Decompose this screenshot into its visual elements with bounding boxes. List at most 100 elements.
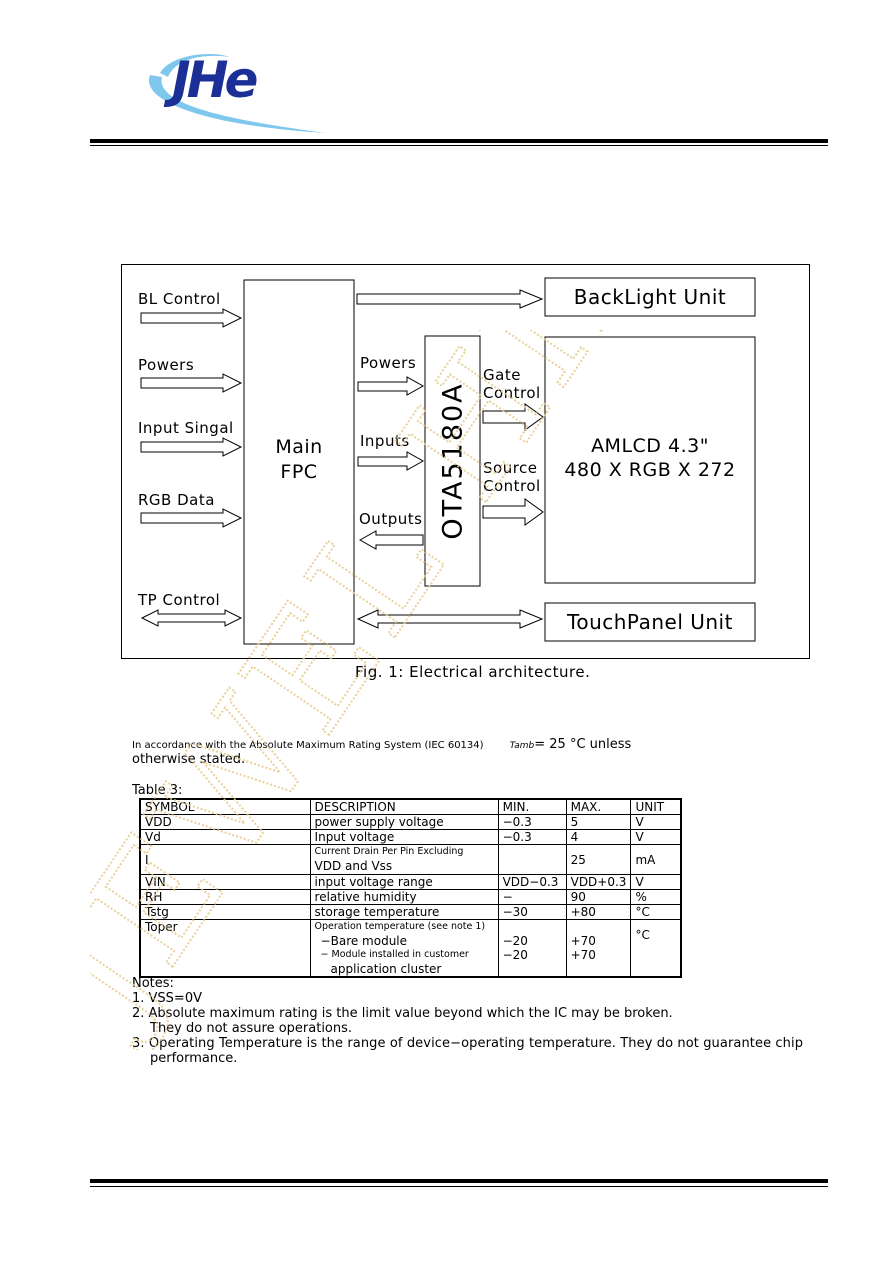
cell-description: relative humidity	[309, 889, 499, 905]
cell-symbol: VIN	[139, 874, 311, 890]
gate-control-line1: Gate	[483, 366, 521, 384]
label-tp-control: TP Control	[138, 591, 221, 609]
cell-min: −30	[497, 904, 567, 920]
chip-box	[424, 335, 481, 587]
cell-unit: V	[630, 874, 682, 890]
cell-symbol: RH	[139, 889, 311, 905]
cell-symbol: I	[139, 844, 311, 875]
chip-inputs-arrow	[357, 451, 425, 471]
touchpanel-arrow	[356, 609, 544, 629]
gate-control-arrow	[482, 403, 544, 431]
header-rule-thin	[90, 145, 828, 146]
rgb-data-arrow	[140, 508, 243, 528]
chip-powers-label: Powers	[360, 354, 417, 372]
note-3-cont: performance.	[150, 1051, 238, 1066]
figure-caption: Fig. 1: Electrical architecture.	[355, 663, 591, 681]
diagram-arrows	[140, 277, 756, 645]
cell-min: −0.3	[497, 829, 567, 845]
source-control-line1: Source	[483, 459, 538, 477]
lcd-box	[544, 336, 756, 584]
table-header-row: SYMBOL DESCRIPTION MIN. MAX. UNIT	[139, 798, 682, 815]
cell-min: −	[497, 889, 567, 905]
notes-title: Notes:	[132, 976, 174, 991]
table-row: Toper Operation temperature (see note 1)…	[139, 919, 682, 978]
source-control-line2: Control	[483, 477, 541, 495]
architecture-diagram: BL Control Powers Input Singal RGB Data …	[121, 264, 810, 659]
cell-max: +70 +70	[565, 919, 632, 978]
cell-unit: %	[630, 889, 682, 905]
cell-symbol: Toper	[139, 919, 311, 978]
table-row: I Current Drain Per Pin Excluding VDD an…	[139, 844, 682, 875]
cell-max: VDD+0.3	[565, 874, 632, 890]
footer-rule	[90, 1179, 828, 1183]
header-unit: UNIT	[630, 798, 682, 815]
cell-description-bare: −Bare module	[320, 934, 408, 948]
cell-unit: °C	[630, 919, 682, 978]
cell-min: −0.3	[497, 814, 567, 830]
absolute-max-ratings-table: SYMBOL DESCRIPTION MIN. MAX. UNIT VDD po…	[139, 798, 682, 978]
table-row: VDD power supply voltage −0.3 5 V	[139, 814, 682, 830]
cell-description-small: Operation temperature (see note 1)	[314, 921, 486, 932]
tamb-symbol: Tamb	[509, 741, 535, 751]
notes-section: Notes: 1. VSS=0V 2. Absolute maximum rat…	[132, 976, 832, 1066]
cell-symbol: Tstg	[139, 904, 311, 920]
cell-max: 4	[565, 829, 632, 845]
cell-max: 90	[565, 889, 632, 905]
header-symbol: SYMBOL	[139, 798, 311, 815]
cell-description: input voltage range	[309, 874, 499, 890]
label-bl-control: BL Control	[138, 290, 221, 308]
cell-description-cluster: application cluster	[330, 962, 442, 976]
cell-symbol: Vd	[139, 829, 311, 845]
cell-description: power supply voltage	[309, 814, 499, 830]
main-fpc-line1: Main	[275, 436, 323, 458]
cell-min-b: −20	[502, 948, 528, 962]
cell-max: +80	[565, 904, 632, 920]
backlight-unit-label: BackLight Unit	[573, 285, 727, 309]
touchpanel-unit-label: TouchPanel Unit	[567, 610, 733, 634]
chip-outputs-label: Outputs	[359, 510, 423, 528]
cell-description: Operation temperature (see note 1) −Bare…	[309, 919, 499, 978]
cell-description: Current Drain Per Pin Excluding VDD and …	[309, 844, 499, 875]
note-2: 2. Absolute maximum rating is the limit …	[132, 1006, 673, 1021]
header-description: DESCRIPTION	[309, 798, 499, 815]
header-rule	[90, 139, 828, 143]
cell-max-a: +70	[570, 934, 596, 948]
company-logo: JHe	[140, 45, 330, 140]
intro-line-1: In accordance with the Absolute Maximum …	[132, 737, 631, 752]
header-max: MAX.	[565, 798, 632, 815]
cell-min-a: −20	[502, 934, 528, 948]
cell-unit: V	[630, 814, 682, 830]
main-fpc-box	[243, 279, 355, 645]
tp-control-arrow	[140, 609, 243, 627]
cell-max: 25	[565, 844, 632, 875]
cell-unit: °C	[630, 904, 682, 920]
backlight-arrow	[356, 289, 544, 309]
intro-text: In accordance with the Absolute Maximum …	[132, 740, 484, 751]
logo-swoosh-icon	[148, 53, 325, 133]
powers-arrow	[140, 373, 243, 393]
tamb-value: = 25 °C unless	[534, 737, 632, 752]
source-control-arrow	[482, 498, 544, 526]
label-rgb-data: RGB Data	[138, 491, 215, 509]
cell-description: Input voltage	[309, 829, 499, 845]
cell-max-b: +70	[570, 948, 596, 962]
backlight-box	[544, 277, 756, 317]
cell-symbol: VDD	[139, 814, 311, 830]
touchpanel-box	[544, 602, 756, 642]
logo-text: JHe	[172, 51, 258, 109]
bl-control-arrow	[140, 308, 243, 328]
lcd-line1: AMLCD 4.3"	[591, 435, 709, 457]
cell-min: VDD−0.3	[497, 874, 567, 890]
main-fpc-line2: FPC	[280, 461, 318, 483]
table-row: Tstg storage temperature −30 +80 °C	[139, 904, 682, 920]
cell-min	[497, 844, 567, 875]
label-input-signal: Input Singal	[138, 419, 234, 437]
cell-description-main: VDD and Vss	[314, 859, 393, 873]
note-2-cont: They do not assure operations.	[150, 1021, 353, 1036]
intro-line-2: otherwise stated.	[132, 752, 246, 767]
note-3: 3. Operating Temperature is the range of…	[132, 1036, 804, 1051]
cell-description-small: Current Drain Per Pin Excluding	[314, 846, 464, 857]
cell-description-installed: − Module installed in customer	[320, 949, 469, 960]
table-row: VIN input voltage range VDD−0.3 VDD+0.3 …	[139, 874, 682, 890]
cell-max: 5	[565, 814, 632, 830]
